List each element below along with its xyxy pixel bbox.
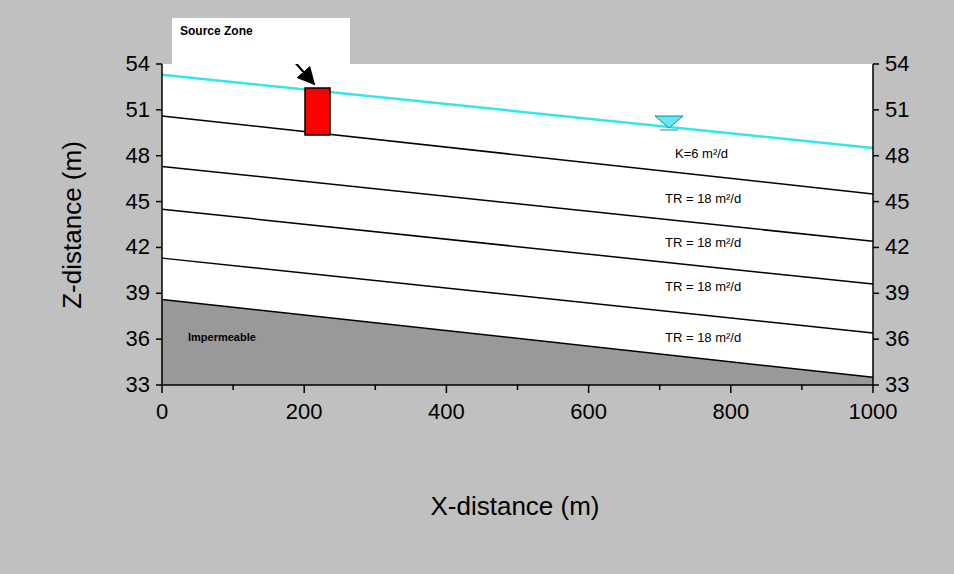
tick-mark (156, 247, 162, 249)
tick-label: 0 (156, 400, 168, 424)
layer-boundary (162, 258, 873, 333)
axis-title: Z-distance (m) (58, 141, 87, 309)
zone-label: Impermeable (188, 331, 256, 343)
box-label: Source Zone (172, 18, 350, 44)
tick-mark (873, 155, 879, 157)
tick-mark (801, 385, 803, 390)
tick-label: 39 (126, 281, 150, 305)
axis-line (872, 64, 874, 385)
tick-label: 42 (885, 235, 909, 259)
tick-mark (730, 385, 732, 393)
tick-mark (873, 109, 879, 111)
water-table-symbol (660, 130, 678, 131)
tick-label: 33 (885, 373, 909, 397)
tick-mark (873, 247, 879, 249)
tick-label: 36 (885, 327, 909, 351)
tick-mark (156, 63, 162, 65)
tick-label: 600 (570, 400, 607, 424)
tick-label: 51 (126, 98, 150, 122)
tick-label: 800 (712, 400, 749, 424)
tick-label: 54 (126, 52, 150, 76)
tick-mark (156, 201, 162, 203)
tick-label: 54 (885, 52, 909, 76)
water-table-symbol (655, 116, 683, 128)
tick-label: 45 (126, 189, 150, 213)
tick-label: 51 (885, 98, 909, 122)
tick-mark (659, 385, 661, 390)
tick-mark (873, 293, 879, 295)
tick-label: 200 (286, 400, 323, 424)
tick-label: 1000 (849, 400, 898, 424)
tick-label: 48 (126, 144, 150, 168)
layer-boundary (162, 116, 873, 194)
tick-mark (873, 63, 879, 65)
layer-boundary (162, 299, 873, 377)
layer-boundary (162, 209, 873, 284)
tick-label: 36 (126, 327, 150, 351)
tick-label: 48 (885, 144, 909, 168)
tick-mark (303, 385, 305, 393)
tick-mark (156, 293, 162, 295)
label-box: Source Zone (172, 18, 350, 64)
tick-mark (446, 385, 448, 393)
tick-mark (517, 385, 519, 390)
layer-label: K=6 m²/d (675, 147, 728, 161)
tick-mark (161, 385, 163, 393)
tick-label: 400 (428, 400, 465, 424)
axis-line (161, 64, 163, 385)
tick-mark (156, 384, 162, 386)
tick-mark (873, 201, 879, 203)
layer-label: TR = 18 m²/d (665, 192, 741, 206)
tick-mark (156, 155, 162, 157)
tick-mark (375, 385, 377, 390)
tick-mark (156, 338, 162, 340)
tick-mark (873, 384, 879, 386)
plot-area (162, 64, 873, 385)
tick-label: 39 (885, 281, 909, 305)
tick-mark (232, 385, 234, 390)
water-table (162, 75, 873, 148)
tick-label: 33 (126, 373, 150, 397)
impermeable-zone (162, 299, 873, 385)
tick-label: 42 (126, 235, 150, 259)
source-zone (305, 88, 330, 135)
layer-label: TR = 18 m²/d (665, 280, 741, 294)
tick-mark (872, 385, 874, 393)
tick-mark (156, 109, 162, 111)
layer-label: TR = 18 m²/d (665, 236, 741, 250)
tick-label: 45 (885, 189, 909, 213)
tick-mark (588, 385, 590, 393)
layer-label: TR = 18 m²/d (665, 331, 741, 345)
axis-title: X-distance (m) (430, 492, 599, 521)
layer-boundary (162, 166, 873, 241)
tick-mark (873, 338, 879, 340)
